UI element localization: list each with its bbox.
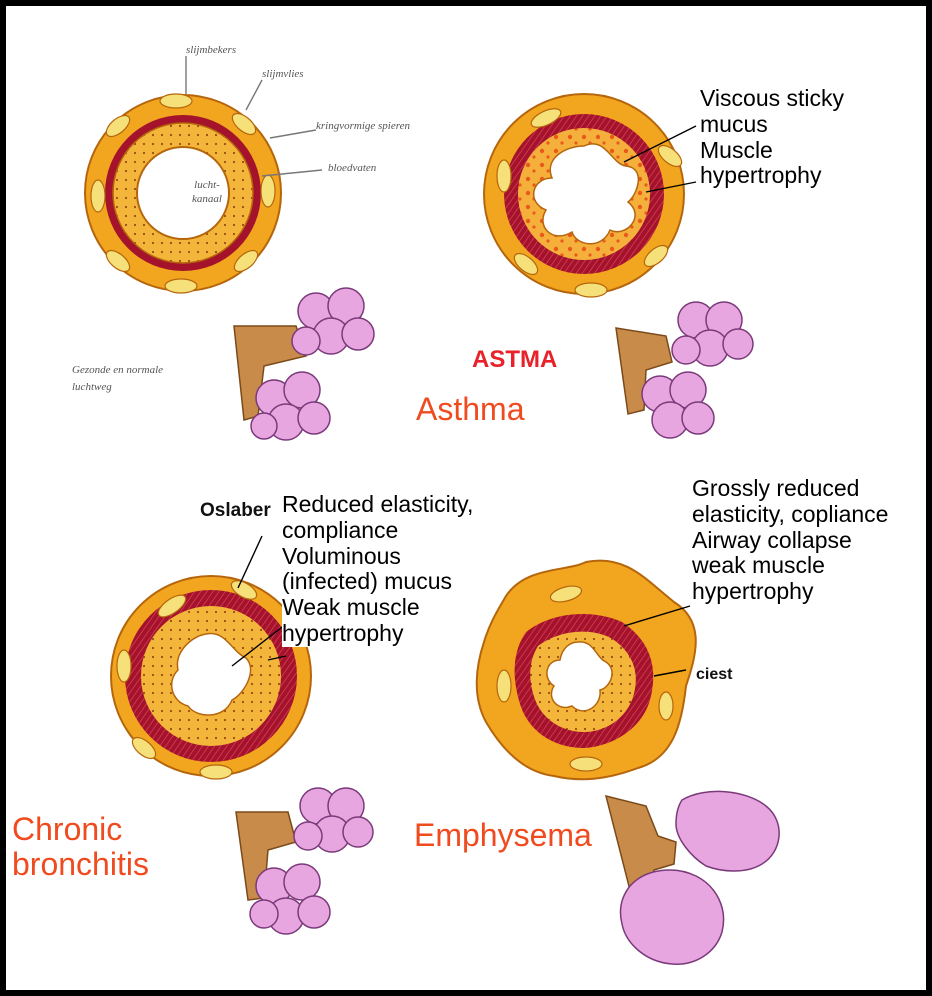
label-ciest: ciest: [696, 666, 732, 684]
asthma-airway: [484, 94, 685, 297]
alveoli-asthma: [616, 302, 753, 438]
alveoli-bronchitis: [236, 788, 373, 934]
normal-airway: [85, 94, 281, 293]
alveoli-emphysema: [606, 791, 779, 964]
normal-airway-caption: Gezonde en normale luchtweg: [72, 362, 163, 395]
diagram-canvas: slijmbekers slijmvlies kringvormige spie…: [6, 6, 926, 990]
bronchitis-notes: Reduced elasticity, compliance Voluminou…: [282, 492, 477, 647]
emphysema-notes: Grossly reduced elasticity, copliance Ai…: [692, 476, 888, 605]
alveoli-normal: [234, 288, 374, 440]
label-slijmvlies: slijmvlies: [262, 68, 304, 80]
label-kringvormige-spieren: kringvormige spieren: [316, 120, 410, 132]
label-slijmbekers: slijmbekers: [186, 44, 236, 56]
label-lucht-kanaal: lucht- kanaal: [192, 178, 222, 207]
asthma-title: Asthma: [416, 392, 524, 427]
label-bloedvaten: bloedvaten: [328, 162, 376, 174]
emphysema-title: Emphysema: [414, 818, 598, 853]
astma-logo: ASTMA: [472, 346, 557, 374]
emphysema-airway: [477, 561, 696, 780]
bronchitis-title: Chronic bronchitis: [12, 812, 222, 882]
label-oslaber: Oslaber: [200, 500, 271, 522]
asthma-notes: Viscous sticky mucus Muscle hypertrophy: [700, 86, 844, 189]
bronchitis-airway: [111, 576, 311, 779]
